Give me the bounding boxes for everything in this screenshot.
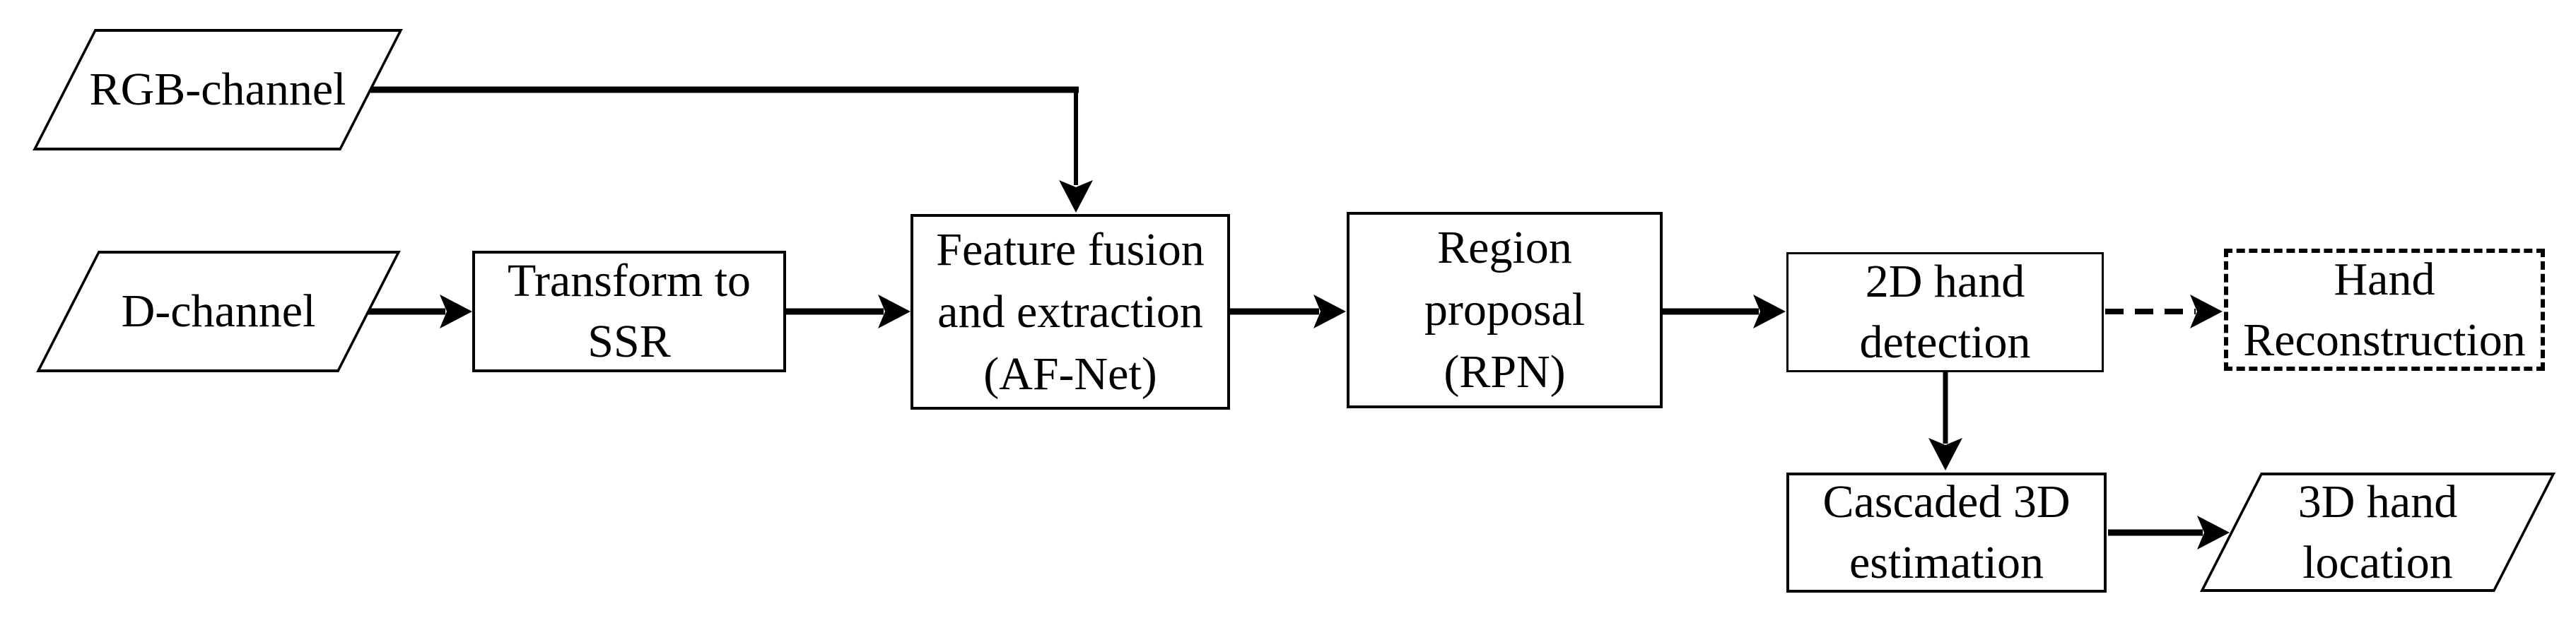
edge-2d-hand-detection-to-cascaded-3d xyxy=(1928,371,1962,470)
node-label: Cascaded 3D estimation xyxy=(1822,476,2071,588)
edge-feature-fusion-to-region-proposal xyxy=(1230,295,1346,328)
node-feature-fusion: Feature fusion and extraction (AF-Net) xyxy=(911,214,1230,410)
node-cascaded-3d: Cascaded 3D estimation xyxy=(1786,473,2107,593)
node-d-channel: D-channel xyxy=(36,251,401,372)
node-region-proposal: Region proposal (RPN) xyxy=(1347,212,1663,408)
node-label: Transform to SSR xyxy=(507,255,751,367)
node-label: D-channel xyxy=(121,285,316,337)
node-2d-hand-detection: 2D hand detection xyxy=(1786,252,2104,372)
node-label: 3D hand location xyxy=(2297,475,2458,588)
edge-2d-hand-detection-to-hand-reconstruction xyxy=(2105,295,2223,328)
node-3d-hand-location: 3D hand location xyxy=(2199,473,2556,592)
node-transform-ssr: Transform to SSR xyxy=(472,251,786,372)
edge-transform-ssr-to-feature-fusion xyxy=(786,295,911,328)
edge-region-proposal-to-2d-hand-detection xyxy=(1663,295,1786,328)
edge-rgb-channel-to-feature-fusion xyxy=(357,86,1093,213)
edge-d-channel-to-transform-ssr xyxy=(363,295,472,328)
node-label: Feature fusion and extraction (AF-Net) xyxy=(936,223,1205,400)
node-rgb-channel: RGB-channel xyxy=(33,29,403,150)
node-label: Hand Reconstruction xyxy=(2243,253,2526,366)
node-hand-reconstruction: Hand Reconstruction xyxy=(2224,249,2545,371)
node-label: 2D hand detection xyxy=(1859,256,2031,368)
node-label: RGB-channel xyxy=(89,64,346,115)
node-label: Region proposal (RPN) xyxy=(1424,222,1586,398)
edge-cascaded-3d-to-3d-hand-location xyxy=(2108,516,2230,550)
